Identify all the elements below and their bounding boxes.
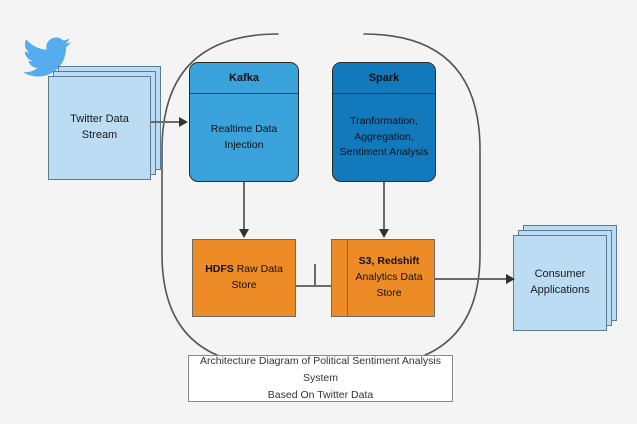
edge-s3-to-consumer-arrow (506, 274, 515, 284)
edge-spark-to-s3-arrow (379, 229, 389, 238)
store-left-divider (347, 240, 348, 316)
node-s3-redshift-store[interactable]: S3, Redshift Analytics Data Store (331, 239, 435, 317)
diagram-caption: Architecture Diagram of Political Sentim… (188, 355, 453, 402)
spark-header: Spark (333, 63, 435, 94)
kafka-header: Kafka (190, 63, 298, 94)
edge-twitter-to-kafka-arrow (179, 117, 188, 127)
s3-label-rest: Analytics Data Store (355, 271, 423, 299)
edge-spark-to-s3-line (383, 182, 385, 230)
stack-sheet-front (48, 76, 151, 180)
edge-hdfs-to-s3-riser (314, 264, 316, 287)
edge-twitter-to-kafka-line (151, 121, 181, 123)
node-kafka[interactable]: Kafka Realtime Data Injection (189, 62, 299, 182)
hdfs-label-rest: Raw Data Store (231, 263, 283, 291)
spark-body-text: Tranformation, Aggregation, Sentiment An… (339, 114, 429, 159)
edge-s3-to-consumer-line (435, 278, 513, 280)
edge-kafka-to-hdfs-arrow (239, 229, 249, 238)
node-hdfs-raw-data-store[interactable]: HDFS Raw Data Store (192, 239, 296, 317)
kafka-body-text: Realtime Data Injection (210, 122, 278, 151)
node-twitter-data-stream[interactable]: Twitter Data Stream (48, 66, 161, 180)
s3-label-bold: S3, Redshift (358, 255, 420, 268)
node-consumer-applications[interactable]: Consumer Applications (513, 225, 617, 331)
hdfs-label-bold: HDFS (205, 263, 234, 276)
stack-sheet-front (513, 235, 607, 331)
edge-kafka-to-hdfs-line (243, 182, 245, 230)
node-spark[interactable]: Spark Tranformation, Aggregation, Sentim… (332, 62, 436, 182)
